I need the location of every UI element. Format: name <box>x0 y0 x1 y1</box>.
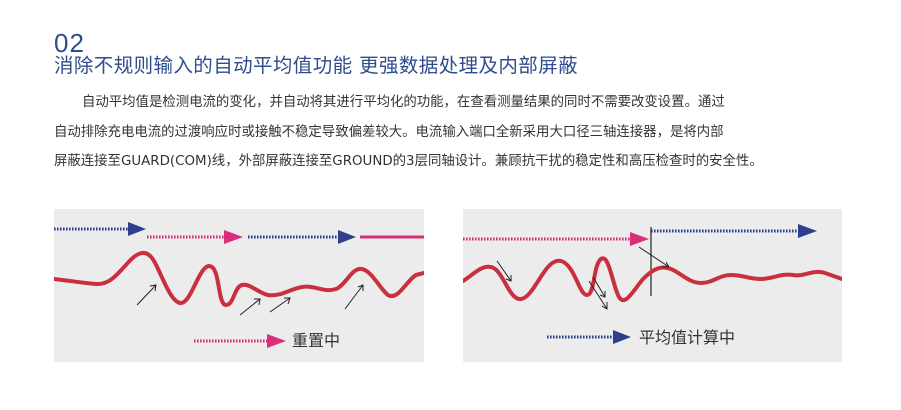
thin-arrow <box>588 280 608 310</box>
pink-arrowhead <box>224 230 243 244</box>
legend-blue-arrowhead <box>613 330 631 344</box>
section-number: 02 <box>54 28 85 58</box>
signal-waveform <box>54 250 424 307</box>
signal-flow-arrows <box>463 224 817 246</box>
paragraph-line-1: 自动平均值是检测电流的变化，并自动将其进行平均化的功能，在查看测量结果的同时不需… <box>82 95 725 110</box>
paragraph-line-2: 自动排除充电电流的过渡响应时或接触不稳定导致偏差较大。电流输入端口全新采用大口径… <box>54 124 724 140</box>
thin-arrow <box>239 298 261 316</box>
thin-arrow <box>269 297 291 313</box>
legend-pink-arrowhead <box>267 334 286 348</box>
reset-caption: 重置中 <box>292 331 341 350</box>
thin-arrow <box>136 284 157 306</box>
thin-arrow <box>344 284 364 310</box>
trend-arrows <box>136 284 364 316</box>
averaging-caption: 平均值计算中 <box>639 328 736 347</box>
signal-waveform <box>463 256 842 303</box>
averaging-diagram: 平均值计算中 <box>463 209 842 362</box>
pink-arrowhead <box>630 232 649 246</box>
averaging-diagram-graphic <box>463 224 842 344</box>
thin-arrow <box>638 246 670 268</box>
reset-diagram: 重置中 <box>54 209 424 362</box>
section-heading: 消除不规则输入的自动平均值功能 更强数据处理及内部屏蔽 <box>54 54 578 77</box>
blue-arrowhead <box>798 224 817 238</box>
thin-arrow <box>496 260 512 282</box>
blue-arrowhead <box>338 230 356 244</box>
blue-arrowhead <box>128 222 146 236</box>
signal-flow-arrows <box>54 222 424 244</box>
body-paragraph: 自动平均值是检测电流的变化，并自动将其进行平均化的功能，在查看测量结果的同时不需… <box>54 88 854 177</box>
trend-arrows <box>496 246 670 310</box>
reset-diagram-graphic <box>54 222 424 348</box>
thin-arrow <box>592 276 606 298</box>
paragraph-line-3: 屏蔽连接至GUARD(COM)线，外部屏蔽连接至GROUND的3层同轴设计。兼顾… <box>54 154 763 169</box>
